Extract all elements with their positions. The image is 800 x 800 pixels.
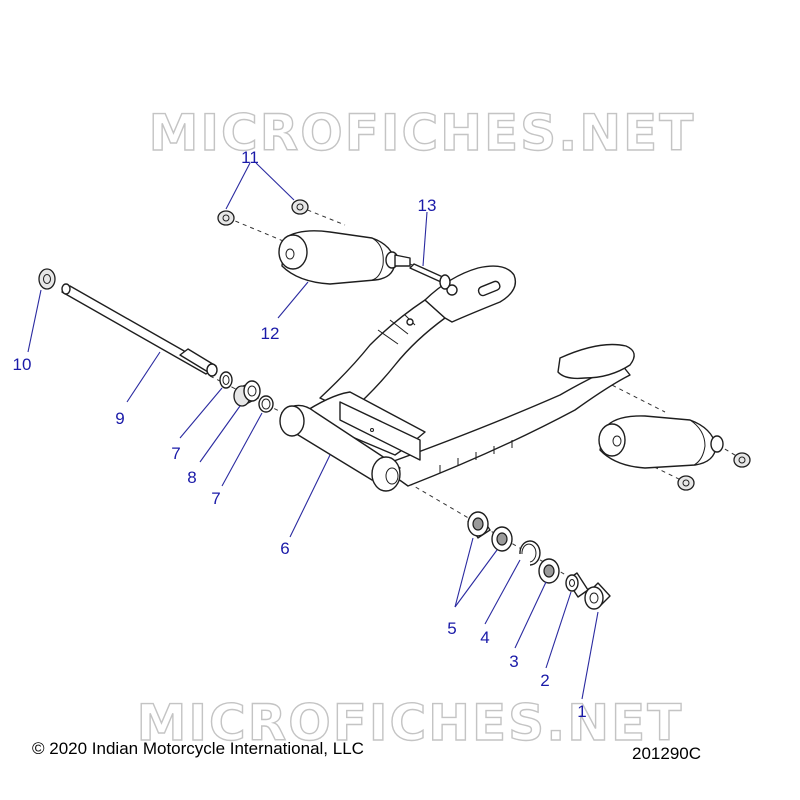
washer-left-part xyxy=(219,371,233,389)
callout-5: 5 xyxy=(447,619,456,638)
washer-right-part xyxy=(258,395,274,413)
shock-bolt-part xyxy=(409,263,451,290)
callout-3: 3 xyxy=(509,652,518,671)
diagram-id: 201290C xyxy=(632,744,702,763)
callout-1: 1 xyxy=(577,702,586,721)
shock-lower-part xyxy=(598,415,724,469)
bearing-outer-part xyxy=(467,511,491,539)
cap-part xyxy=(584,582,611,610)
bearing-inner-part xyxy=(491,526,513,552)
callout-11: 11 xyxy=(241,148,259,167)
callout-7-upper: 7 xyxy=(171,444,180,463)
callout-9: 9 xyxy=(115,409,124,428)
leader-lines xyxy=(27,162,599,700)
callout-10: 10 xyxy=(13,355,32,374)
watermark-top: MICROFICHES.NET xyxy=(149,104,696,162)
shock-nut-right-part xyxy=(291,199,309,215)
callouts: 1 2 3 4 5 6 7 8 7 9 10 11 12 13 xyxy=(13,148,587,721)
callout-13: 13 xyxy=(418,196,437,215)
copyright-text: © 2020 Indian Motorcycle International, … xyxy=(32,739,364,758)
shock-lower-nut-left-part xyxy=(677,475,695,491)
collar-part xyxy=(565,572,589,598)
callout-6: 6 xyxy=(280,539,289,558)
callout-8: 8 xyxy=(187,468,196,487)
callout-12: 12 xyxy=(261,324,280,343)
callout-2: 2 xyxy=(540,671,549,690)
seal-part xyxy=(538,558,560,584)
callout-7-lower: 7 xyxy=(211,489,220,508)
swingarm-part xyxy=(279,265,635,492)
watermark-bottom: MICROFICHES.NET xyxy=(137,694,684,752)
shock-lower-nut-right-part xyxy=(733,452,751,468)
shock-upper-part xyxy=(278,230,411,285)
pivot-shaft-part xyxy=(61,283,218,377)
snap-ring-part xyxy=(519,540,541,566)
shock-nut-left-part xyxy=(217,210,235,226)
bushing-part xyxy=(233,380,261,407)
pivot-nut-part xyxy=(38,268,56,290)
callout-4: 4 xyxy=(480,628,489,647)
